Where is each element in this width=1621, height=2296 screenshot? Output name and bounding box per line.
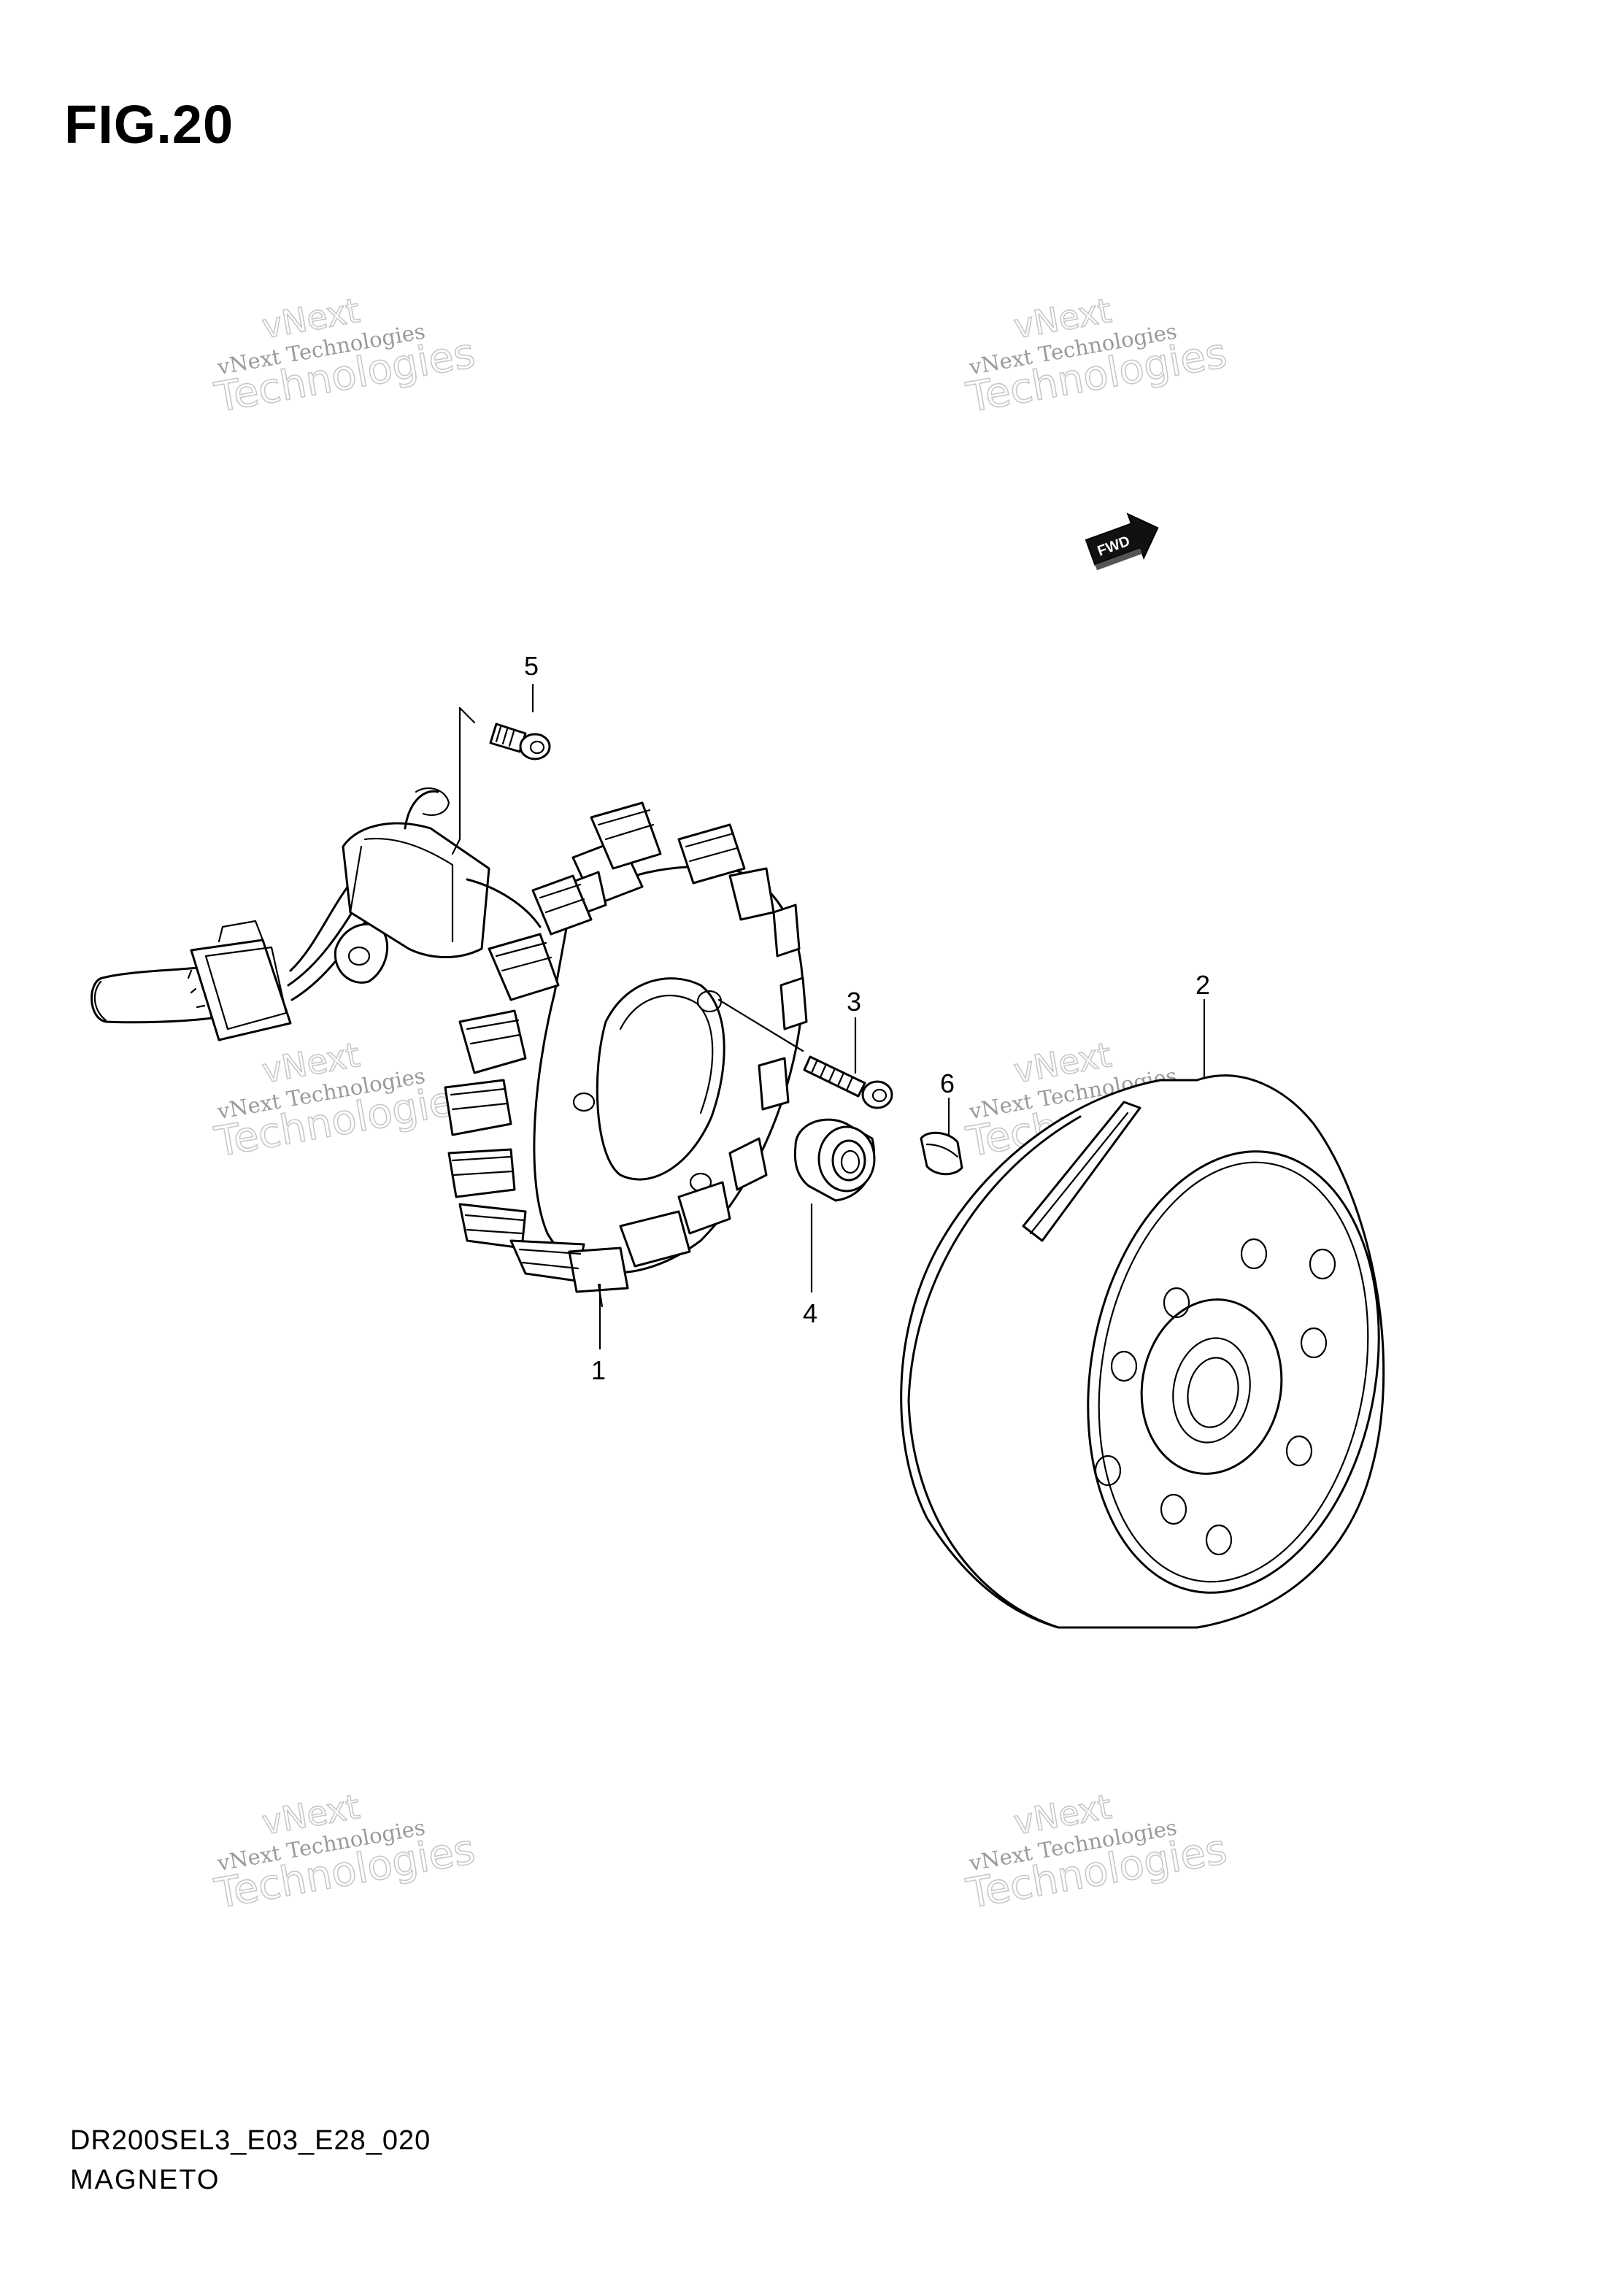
- callout-5: 5: [524, 651, 539, 681]
- screw-part: [489, 723, 551, 760]
- watermark-bottom-left: vNext vNext Technologies Technologies: [210, 1786, 479, 1919]
- fwd-arrow-icon: FWD: [1085, 512, 1159, 571]
- callout-1: 1: [591, 1355, 606, 1385]
- wire-harness: [91, 787, 542, 1041]
- watermark-bottom-right: vNext vNext Technologies Technologies: [962, 1786, 1231, 1919]
- watermark-mid-left: vNext vNext Technologies Technologies: [210, 1034, 479, 1167]
- leader-lines: [451, 683, 1206, 1350]
- figure-title: FIG.20: [64, 94, 234, 155]
- stator-assembly: [91, 787, 808, 1308]
- callout-3: 3: [847, 987, 861, 1017]
- bolt-part: [803, 1055, 893, 1109]
- diagram-code: DR200SEL3_E03_E28_020: [70, 2125, 431, 2156]
- nut-part: [793, 1118, 876, 1202]
- callout-2: 2: [1195, 970, 1210, 1000]
- callout-4: 4: [803, 1298, 817, 1328]
- watermark-top-left: vNext vNext Technologies Technologies: [210, 290, 479, 423]
- stator-core: [444, 801, 808, 1308]
- key-part: [920, 1131, 963, 1176]
- rotor-part: [900, 1074, 1385, 1629]
- diagram-name: MAGNETO: [70, 2165, 220, 2195]
- callout-6: 6: [940, 1068, 955, 1098]
- watermark-top-right: vNext vNext Technologies Technologies: [962, 290, 1231, 423]
